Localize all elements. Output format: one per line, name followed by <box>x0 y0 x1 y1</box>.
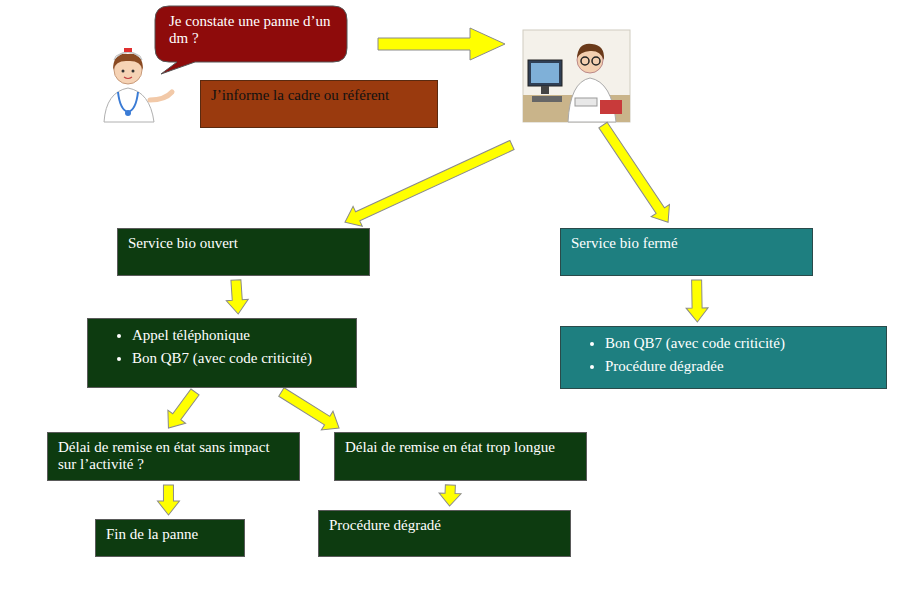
action-box: J’informe la cadre ou référent <box>200 80 438 128</box>
action-list-box: Appel téléphoniqueBon QB7 (avec code cri… <box>87 318 357 388</box>
doctor-computer-illustration <box>523 30 630 122</box>
node-text: Délai de remise en état trop longue <box>345 439 576 456</box>
outcome-box: Procédure dégradé <box>318 510 571 557</box>
bullet-item: Procédure dégradée <box>605 358 876 375</box>
bullet-item: Bon QB7 (avec code criticité) <box>605 335 876 352</box>
flow-arrow <box>439 485 462 507</box>
flow-arrow <box>686 280 709 322</box>
node-text: Je constate une panne d’un dm ? <box>169 13 333 48</box>
node-text: Service bio fermé <box>571 235 802 252</box>
flow-arrow <box>276 383 345 438</box>
action-list-box: Bon QB7 (avec code criticité) Procédure d… <box>560 326 887 389</box>
bullet-list: Bon QB7 (avec code criticité) Procédure d… <box>571 335 876 376</box>
bullet-item: Bon QB7 (avec code criticité) <box>132 350 346 367</box>
decision-box: Délai de remise en état sans impact sur … <box>47 432 300 481</box>
branch-box: Service bio fermé <box>560 228 813 276</box>
speech-bubble: Je constate une panne d’un dm ? <box>155 6 347 62</box>
bullet-list: Appel téléphoniqueBon QB7 (avec code cri… <box>98 327 346 368</box>
decision-box: Délai de remise en état trop longue <box>334 432 587 481</box>
bubble-shape <box>155 6 347 74</box>
end-box: Fin de la panne <box>95 519 245 557</box>
node-text: Procédure dégradé <box>329 517 560 534</box>
flow-arrow <box>157 485 179 515</box>
node-text: Délai de remise en état sans impact sur … <box>58 439 289 474</box>
node-text: Fin de la panne <box>106 526 234 543</box>
flow-arrow <box>340 28 677 232</box>
node-text: Service bio ouvert <box>128 235 359 252</box>
flow-arrow <box>160 385 204 434</box>
branch-box: Service bio ouvert <box>117 228 370 276</box>
bullet-item: Appel téléphonique <box>132 327 346 344</box>
node-text: J’informe la cadre ou référent <box>211 87 427 104</box>
flow-arrow <box>225 279 249 314</box>
